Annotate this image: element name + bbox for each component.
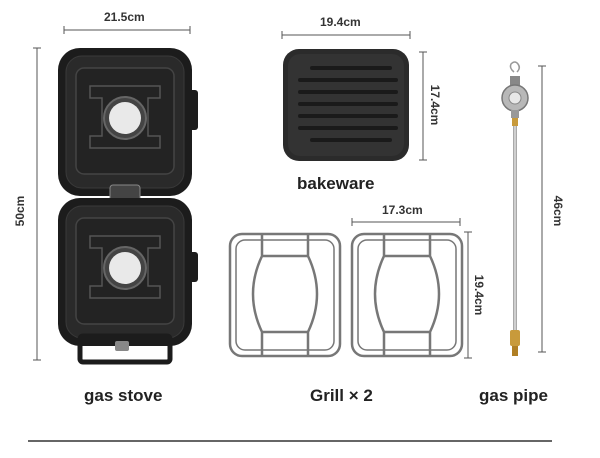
stove-width-label: 21.5cm [104, 10, 145, 24]
grill-label: Grill × 2 [310, 386, 373, 405]
grill-rack-left [228, 232, 342, 358]
gas-stove [58, 48, 198, 365]
pipe-length-label: 46cm [551, 195, 565, 227]
stove-height-label: 50cm [13, 195, 27, 227]
grill-height-label: 19.4cm [472, 274, 486, 316]
gas-pipe [501, 61, 529, 356]
gas-stove-label: gas stove [84, 386, 163, 405]
bakeware-label: bakeware [297, 174, 375, 193]
dimension-lines [33, 26, 546, 361]
grill-rack-right [350, 232, 464, 358]
bakeware-width-label: 19.4cm [320, 15, 361, 29]
bakeware-plate [283, 49, 409, 161]
bakeware-height-label: 17.4cm [428, 84, 442, 126]
grill-width-label: 17.3cm [382, 203, 423, 217]
gas-pipe-label: gas pipe [479, 386, 548, 405]
